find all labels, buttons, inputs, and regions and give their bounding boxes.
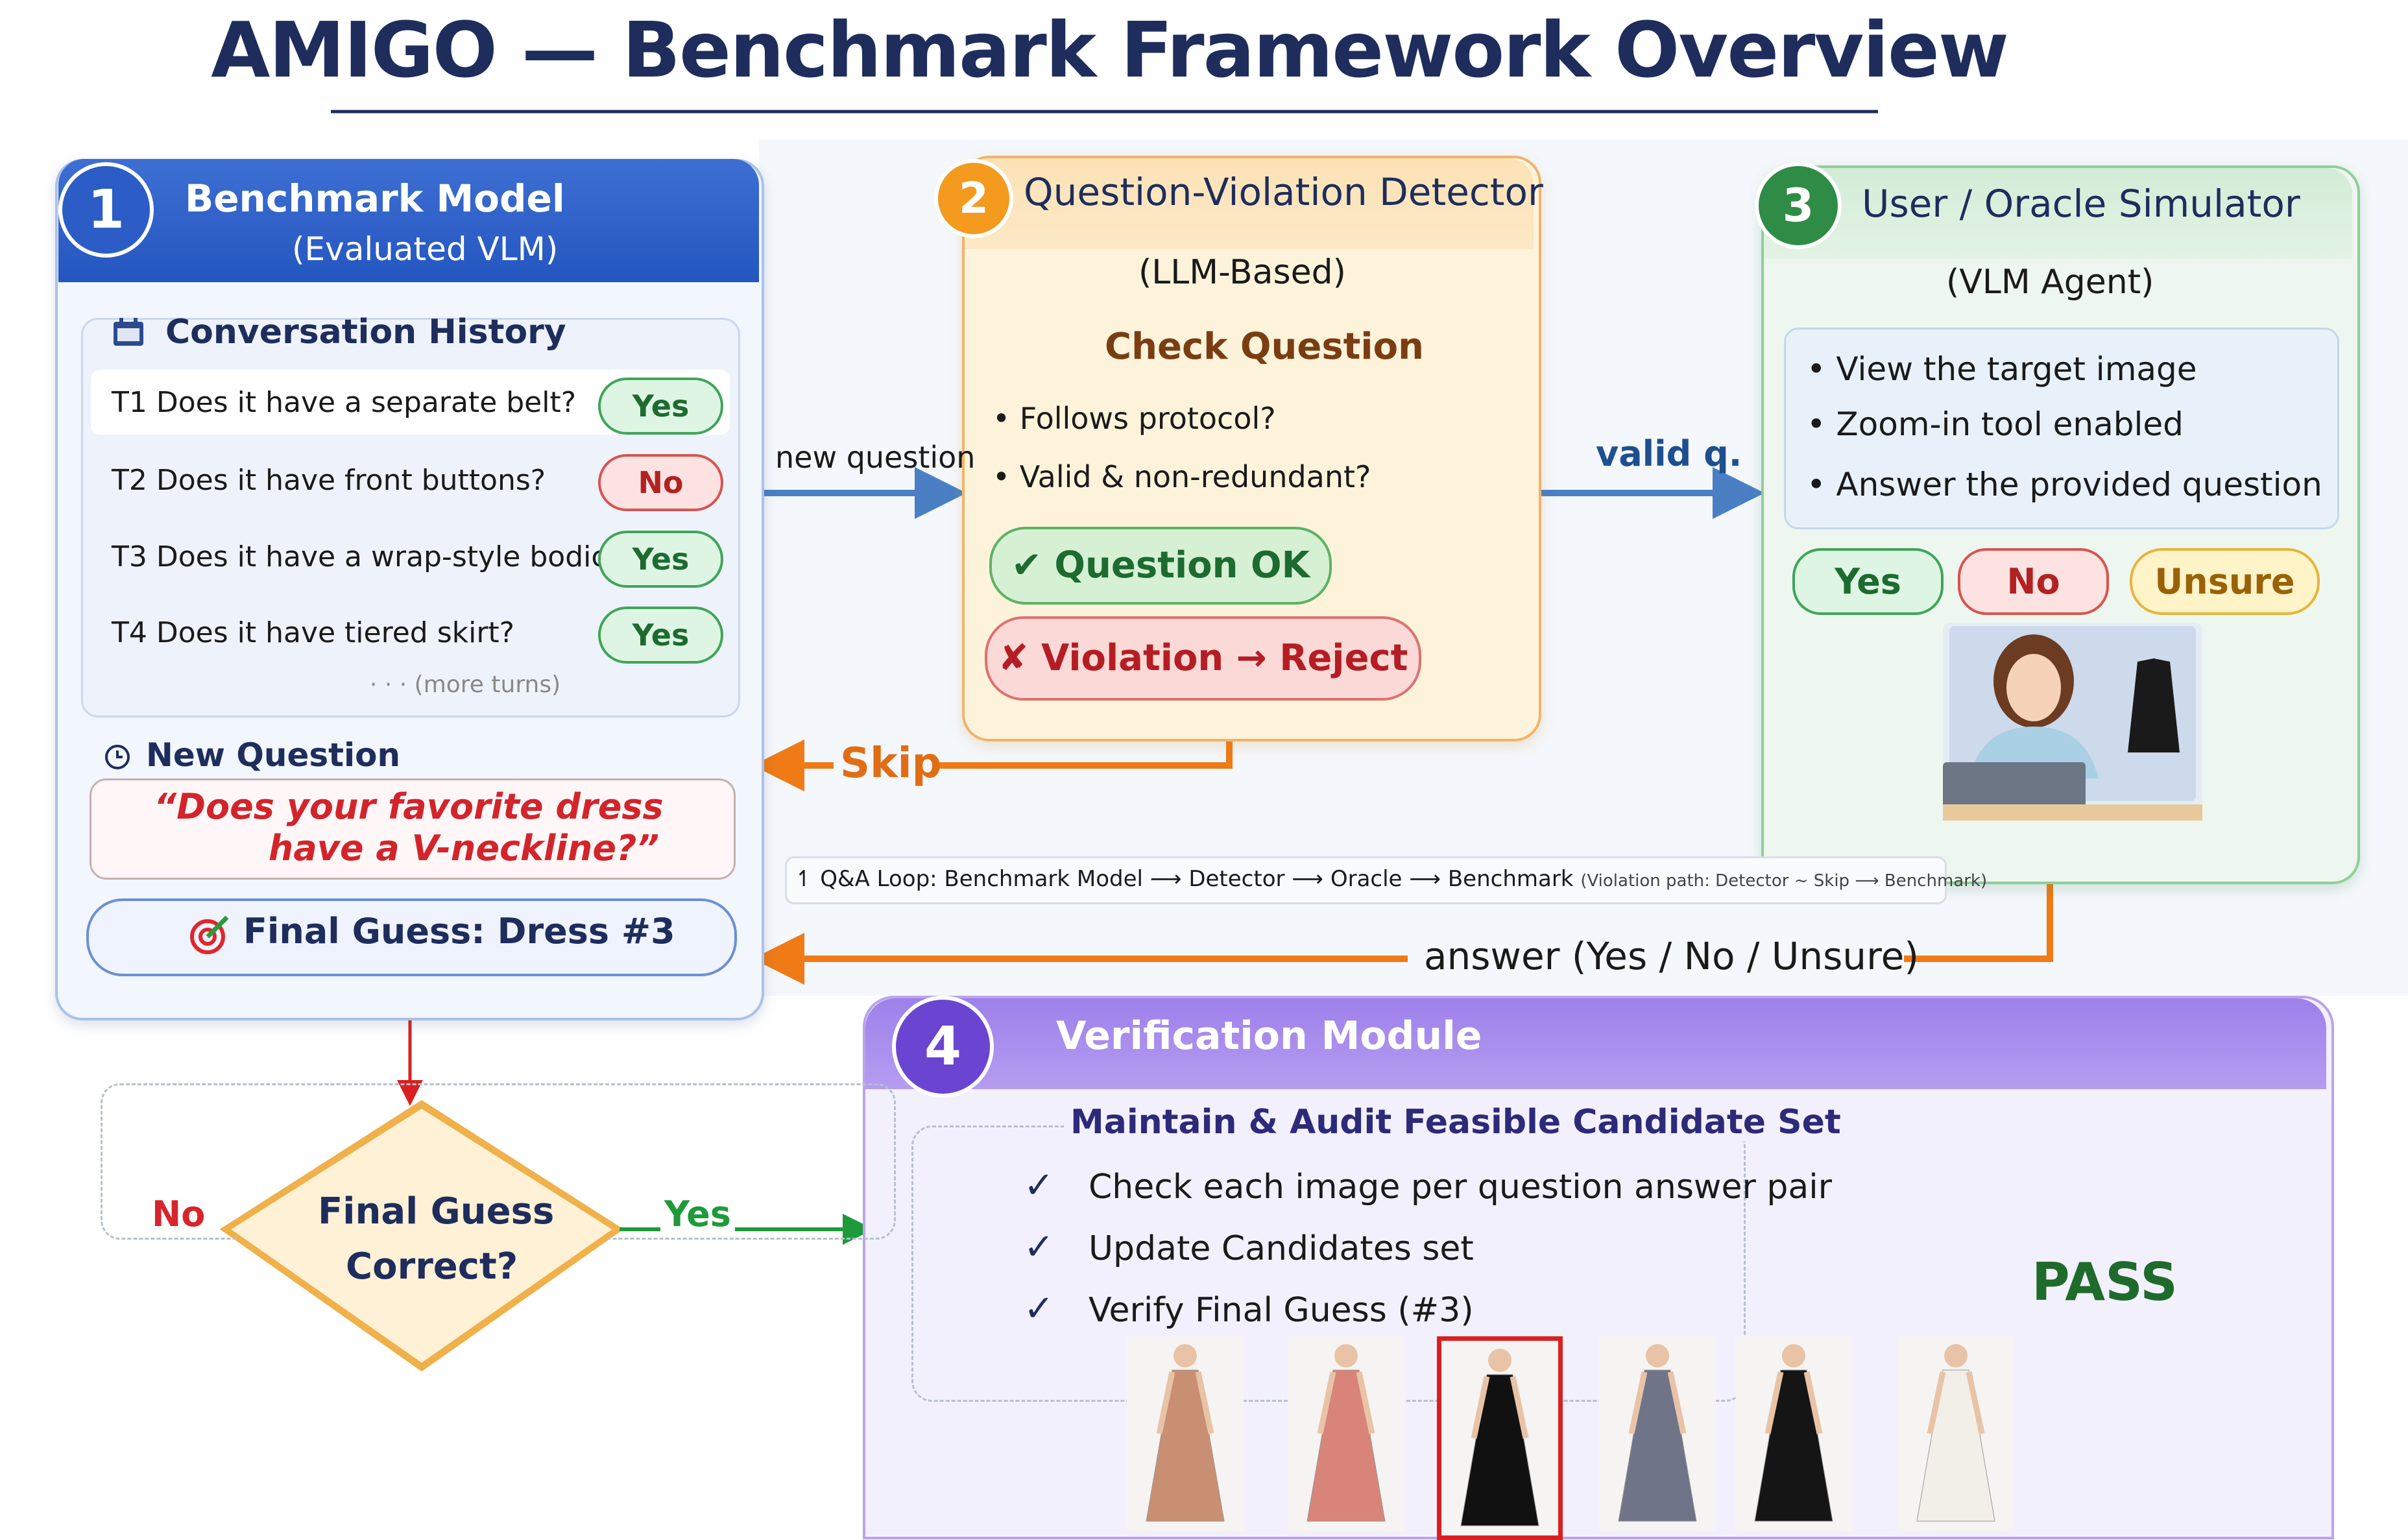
dress-image (1460, 1349, 1539, 1526)
valid-q-arrow-label: valid q. (1596, 433, 1742, 474)
new-question-arrow-label: new question (775, 440, 976, 475)
step-number-2: 2 (934, 159, 1013, 238)
answer-badge-no: No (598, 454, 723, 511)
checkmark-icon: ✓ (1024, 1226, 1054, 1268)
qa-loop-note-box (785, 856, 1947, 904)
qa-loop-note: ↿ Q&A Loop: Benchmark Model ⟶ Detector ⟶… (795, 866, 1987, 892)
more-turns-note: · · · (more turns) (370, 671, 561, 698)
violation-reject-badge: ✘ Violation → Reject (985, 616, 1421, 701)
new-question-text: “Does your favorite dress have a V-neckl… (130, 786, 688, 869)
verification-step: Update Candidates set (1089, 1229, 1474, 1268)
candidate-set-title: Maintain & Audit Feasible Candidate Set (1064, 1103, 1848, 1142)
oracle-bullet: • View the target image (1807, 350, 2197, 388)
skip-arrow (937, 736, 1233, 769)
checkmark-icon: ✓ (1024, 1164, 1054, 1207)
verification-header (865, 998, 2326, 1089)
clock-icon (105, 745, 130, 769)
dress-image (1916, 1344, 1995, 1522)
oracle-user-illustration (1943, 623, 2202, 821)
new-question-line: “Does your favorite dress (154, 786, 664, 827)
answer-badge-yes: Yes (598, 378, 723, 435)
target-icon (190, 915, 229, 954)
benchmark-model-subtitle: (Evaluated VLM) (292, 230, 559, 268)
verification-step: Check each image per question answer pai… (1089, 1168, 1833, 1207)
oracle-bullet-list (1784, 328, 2339, 529)
answer-arrow-label: answer (Yes / No / Unsure) (1424, 934, 1919, 978)
calendar-icon (114, 318, 143, 346)
verification-title: Verification Module (1056, 1013, 1482, 1059)
step-number-1: 1 (58, 162, 154, 258)
skip-arrow-label: Skip (840, 740, 942, 788)
new-question-line: have a V-neckline?” (268, 828, 660, 869)
new-question-title: New Question (146, 736, 401, 774)
detector-title: Question-Violation Detector (1024, 170, 1543, 214)
final-guess-text: Final Guess: Dress #3 (243, 911, 675, 952)
step-number-3: 3 (1755, 162, 1842, 249)
detector-subtitle: (LLM-Based) (1138, 253, 1346, 292)
oracle-bullet: • Zoom-in tool enabled (1807, 405, 2184, 443)
dress-image (1754, 1344, 1833, 1522)
oracle-header (1764, 168, 2352, 259)
pass-label: PASS (2032, 1252, 2178, 1312)
answer-arrow (1904, 879, 2053, 962)
candidate-dress (1599, 1336, 1716, 1531)
detector-bullet: • Follows protocol? (993, 401, 1276, 436)
check-question-title: Check Question (1105, 326, 1424, 368)
answer-badge-yes: Yes (598, 531, 723, 588)
qa-loop-main: ↿ Q&A Loop: Benchmark Model ⟶ Detector ⟶… (795, 866, 1581, 892)
oracle-answer-yes: Yes (1792, 548, 1944, 615)
history-question: T4 Does it have tiered skirt? (112, 616, 515, 649)
checkmark-icon: ✓ (1024, 1288, 1054, 1330)
dress-image (1306, 1344, 1386, 1522)
detector-bullet: • Valid & non-redundant? (993, 459, 1371, 494)
benchmark-model-title: Benchmark Model (185, 176, 565, 221)
decision-text: Final Guess (318, 1190, 555, 1233)
history-question: T1 Does it have a separate belt? (112, 386, 577, 419)
oracle-subtitle: (VLM Agent) (1946, 263, 2154, 302)
decision-no-label: No (148, 1194, 210, 1234)
candidate-dress (1288, 1336, 1404, 1531)
question-ok-badge: ✔ Question OK (989, 527, 1332, 605)
oracle-answer-unsure: Unsure (2130, 548, 2320, 615)
oracle-bullet: • Answer the provided question (1807, 466, 2322, 503)
new-question-box (90, 778, 736, 880)
decision-text: Correct? (346, 1245, 518, 1288)
candidate-dress (1127, 1336, 1244, 1531)
oracle-answer-no: No (1958, 548, 2109, 615)
step-number-4: 4 (892, 996, 994, 1098)
answer-badge-yes: Yes (598, 607, 723, 664)
qa-loop-violation-path: (Violation path: Detector ~ Skip ⟶ Bench… (1580, 871, 1988, 891)
benchmark-model-header (58, 159, 759, 282)
candidate-dress (1735, 1336, 1852, 1531)
history-question: T2 Does it have front buttons? (112, 464, 546, 497)
candidate-dress-selected (1437, 1336, 1563, 1540)
dress-image (1618, 1344, 1697, 1522)
decision-yes-label: Yes (660, 1194, 735, 1234)
page-title: AMIGO — Benchmark Framework Overview (211, 5, 2009, 95)
history-question: T3 Does it have a wrap-style bodice? (112, 540, 640, 573)
verification-step: Verify Final Guess (#3) (1089, 1291, 1474, 1330)
detector-header (965, 158, 1534, 249)
oracle-title: User / Oracle Simulator (1862, 182, 2300, 226)
conversation-history-title: Conversation History (165, 313, 566, 352)
candidate-dress (1897, 1336, 2014, 1531)
final-guess-box (86, 898, 737, 976)
dress-image (1146, 1344, 1225, 1522)
